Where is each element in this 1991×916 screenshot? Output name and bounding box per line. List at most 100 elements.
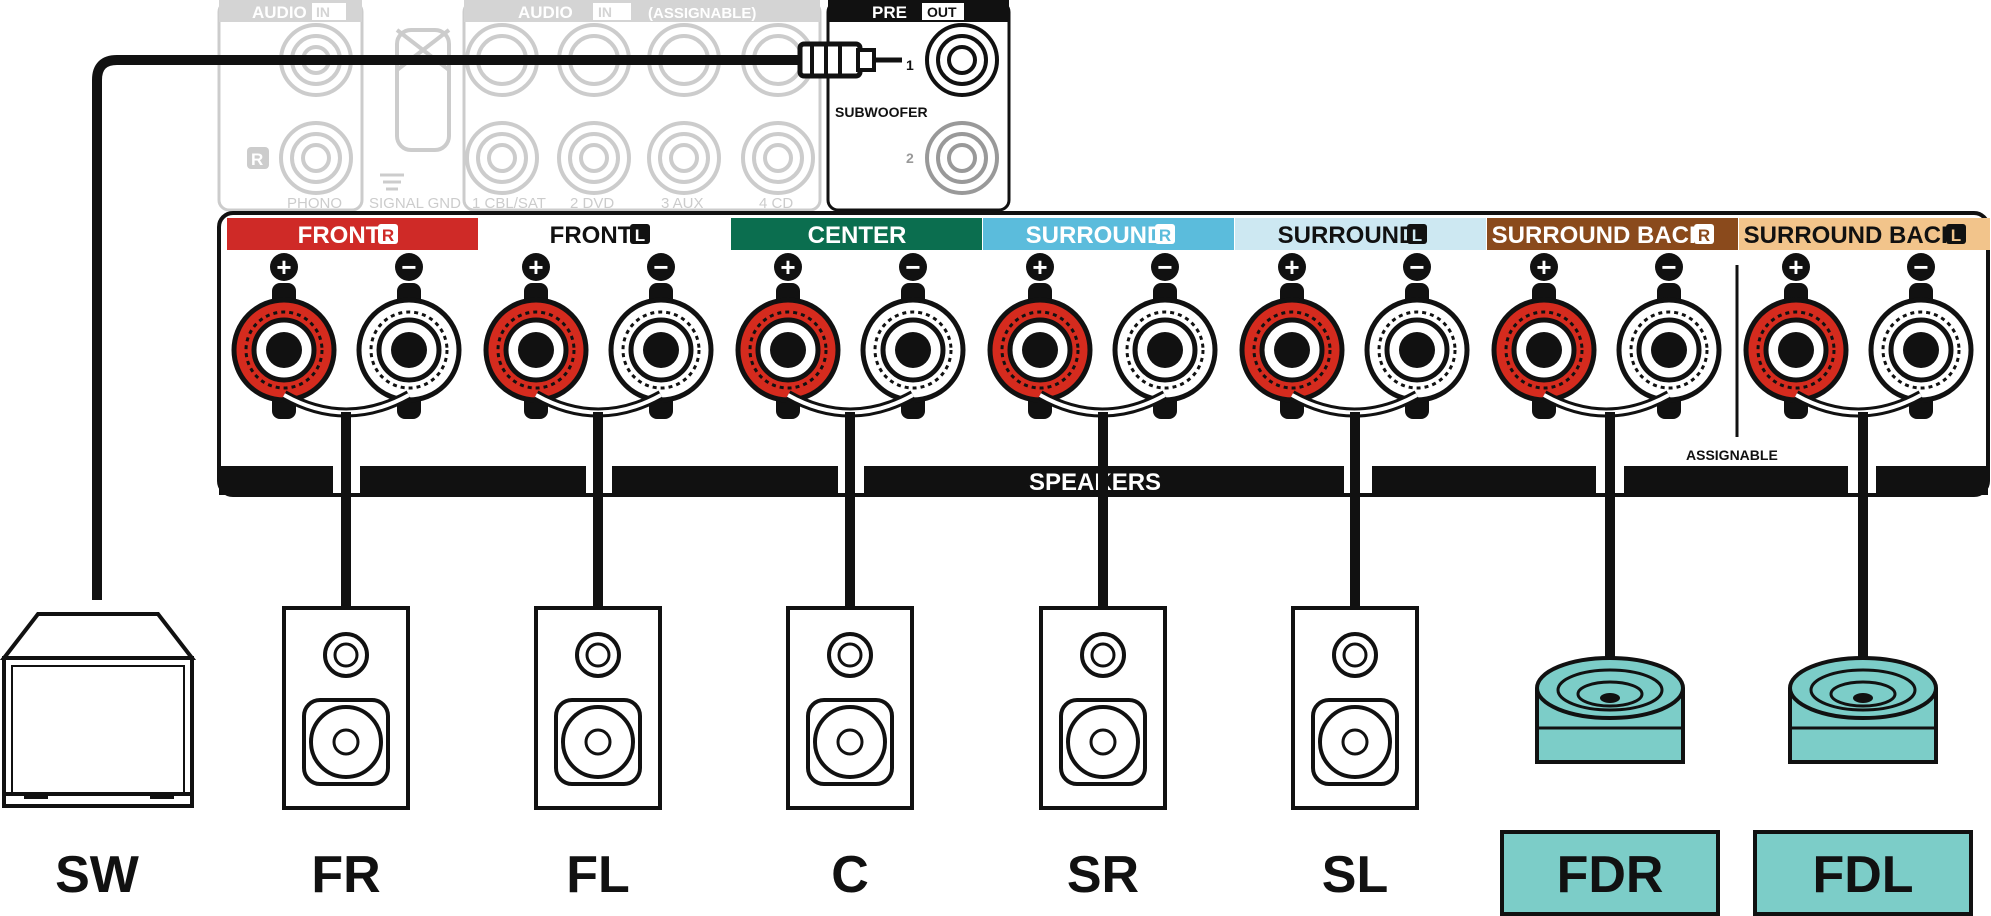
plus-symbol: +	[1536, 252, 1551, 282]
terminal-label: SURROUND	[1278, 222, 1417, 249]
side-badge-letter: L	[1412, 226, 1422, 245]
binding-post-minus[interactable]: −	[1364, 252, 1470, 419]
binding-post-minus[interactable]: −	[608, 252, 714, 419]
terminal-label: CENTER	[808, 222, 907, 249]
audio-in-assignable-label: AUDIO	[518, 3, 573, 22]
side-badge-letter: R	[1159, 226, 1171, 245]
dvd-jack	[557, 23, 631, 195]
woofer	[1059, 698, 1147, 786]
assignable-note: (ASSIGNABLE)	[648, 5, 756, 22]
jack-label-3: 3 AUX	[661, 195, 704, 212]
speaker-label: SW	[55, 846, 140, 904]
minus-symbol: −	[905, 252, 920, 282]
side-badge	[378, 224, 398, 244]
minus-symbol: −	[401, 252, 416, 282]
terminal-header-front-l	[479, 218, 730, 250]
binding-post-plus[interactable]: +	[231, 252, 337, 419]
jack-label-2: 2 DVD	[570, 195, 614, 212]
side-badge	[630, 224, 650, 244]
binding-post-plus[interactable]: +	[987, 252, 1093, 419]
binding-post-plus[interactable]: +	[1743, 252, 1849, 419]
binding-post-minus[interactable]: −	[1868, 252, 1974, 419]
speaker-label: C	[831, 846, 869, 904]
binding-post-minus[interactable]: −	[1616, 252, 1722, 419]
tweeter	[323, 632, 369, 678]
signal-gnd-label: SIGNAL GND	[369, 195, 461, 212]
speaker-fl: FL	[534, 606, 662, 904]
speakers-band-segment	[612, 466, 838, 495]
minus-symbol: −	[1913, 252, 1928, 282]
woofer	[1311, 698, 1399, 786]
jack-1-number: 1	[906, 57, 914, 73]
speaker-label: SR	[1067, 846, 1139, 904]
speakers-band-segment	[1876, 466, 1988, 495]
binding-post-plus[interactable]: +	[735, 252, 841, 419]
audio-in-assignable-badge: IN	[598, 4, 612, 20]
side-badge-letter: L	[635, 226, 645, 245]
terminal-label: FRONT	[550, 222, 633, 249]
speakers-band-label: SPEAKERS	[1029, 469, 1161, 496]
speaker-c: C	[786, 606, 914, 904]
subwoofer-label: SUBWOOFER	[835, 104, 928, 120]
assignable-label: ASSIGNABLE	[1686, 447, 1778, 463]
terminal-center: CENTER + −	[731, 218, 982, 419]
terminal-label: SURROUND	[1026, 222, 1165, 249]
side-badge	[1407, 224, 1427, 244]
speaker-fr: FR	[282, 606, 410, 904]
speakers-band-segment	[360, 466, 586, 495]
phono-label: PHONO	[287, 195, 342, 212]
pre-out-panel: PRE OUT 1 SUBWOOFER 2	[826, 0, 1011, 212]
tweeter	[827, 632, 873, 678]
subwoofer-cable	[92, 41, 902, 600]
minus-symbol: −	[1409, 252, 1424, 282]
terminal-header-surround-r	[983, 218, 1234, 250]
speaker-sr: SR	[1039, 606, 1167, 904]
terminal-label: FRONT	[298, 222, 381, 249]
side-badge	[1946, 224, 1966, 244]
side-badge-letter: R	[382, 226, 394, 245]
aux-jack	[647, 23, 721, 195]
speakers-band-segment	[1624, 466, 1848, 495]
jack-2-number: 2	[906, 150, 914, 166]
plus-symbol: +	[1788, 252, 1803, 282]
side-badge	[1155, 224, 1175, 244]
speaker-fdl: FDL	[1753, 656, 1973, 916]
audio-in-left-panel: AUDIO IN R PHONO	[217, 0, 364, 212]
binding-post-minus[interactable]: −	[1112, 252, 1218, 419]
tweeter	[1332, 632, 1378, 678]
subwoofer-cabinet	[2, 656, 194, 808]
audio-in-assignable-panel: AUDIO IN (ASSIGNABLE) 1 CBL/SAT 2 DVD 3 …	[462, 0, 822, 212]
jack-label-4: 4 CD	[759, 195, 793, 212]
speaker-label: FR	[311, 846, 380, 904]
audio-in-left-label: AUDIO	[252, 3, 307, 22]
label-box	[1500, 830, 1720, 916]
plus-symbol: +	[276, 252, 291, 282]
side-badge-letter: L	[1951, 226, 1961, 245]
plus-symbol: +	[780, 252, 795, 282]
pre-label: PRE	[872, 3, 907, 22]
binding-post-minus[interactable]: −	[356, 252, 462, 419]
subwoofer-jack-1	[925, 23, 999, 97]
jack-label-1: 1 CBL/SAT	[472, 195, 546, 212]
label-box	[1753, 830, 1973, 916]
plus-symbol: +	[1284, 252, 1299, 282]
binding-post-minus[interactable]: −	[860, 252, 966, 419]
terminal-header-surround-l	[1235, 218, 1486, 250]
speaker-label: FDR	[1557, 846, 1664, 904]
speaker-label: FDL	[1812, 846, 1913, 904]
plus-symbol: +	[1032, 252, 1047, 282]
terminal-header-front-r	[227, 218, 478, 250]
cbl-sat-jack	[465, 23, 539, 195]
speaker-sw: SW	[0, 612, 197, 904]
minus-symbol: −	[653, 252, 668, 282]
woofer	[554, 698, 642, 786]
tweeter	[575, 632, 621, 678]
terminal-label: SURROUND BACK	[1744, 222, 1959, 249]
woofer	[302, 698, 390, 786]
